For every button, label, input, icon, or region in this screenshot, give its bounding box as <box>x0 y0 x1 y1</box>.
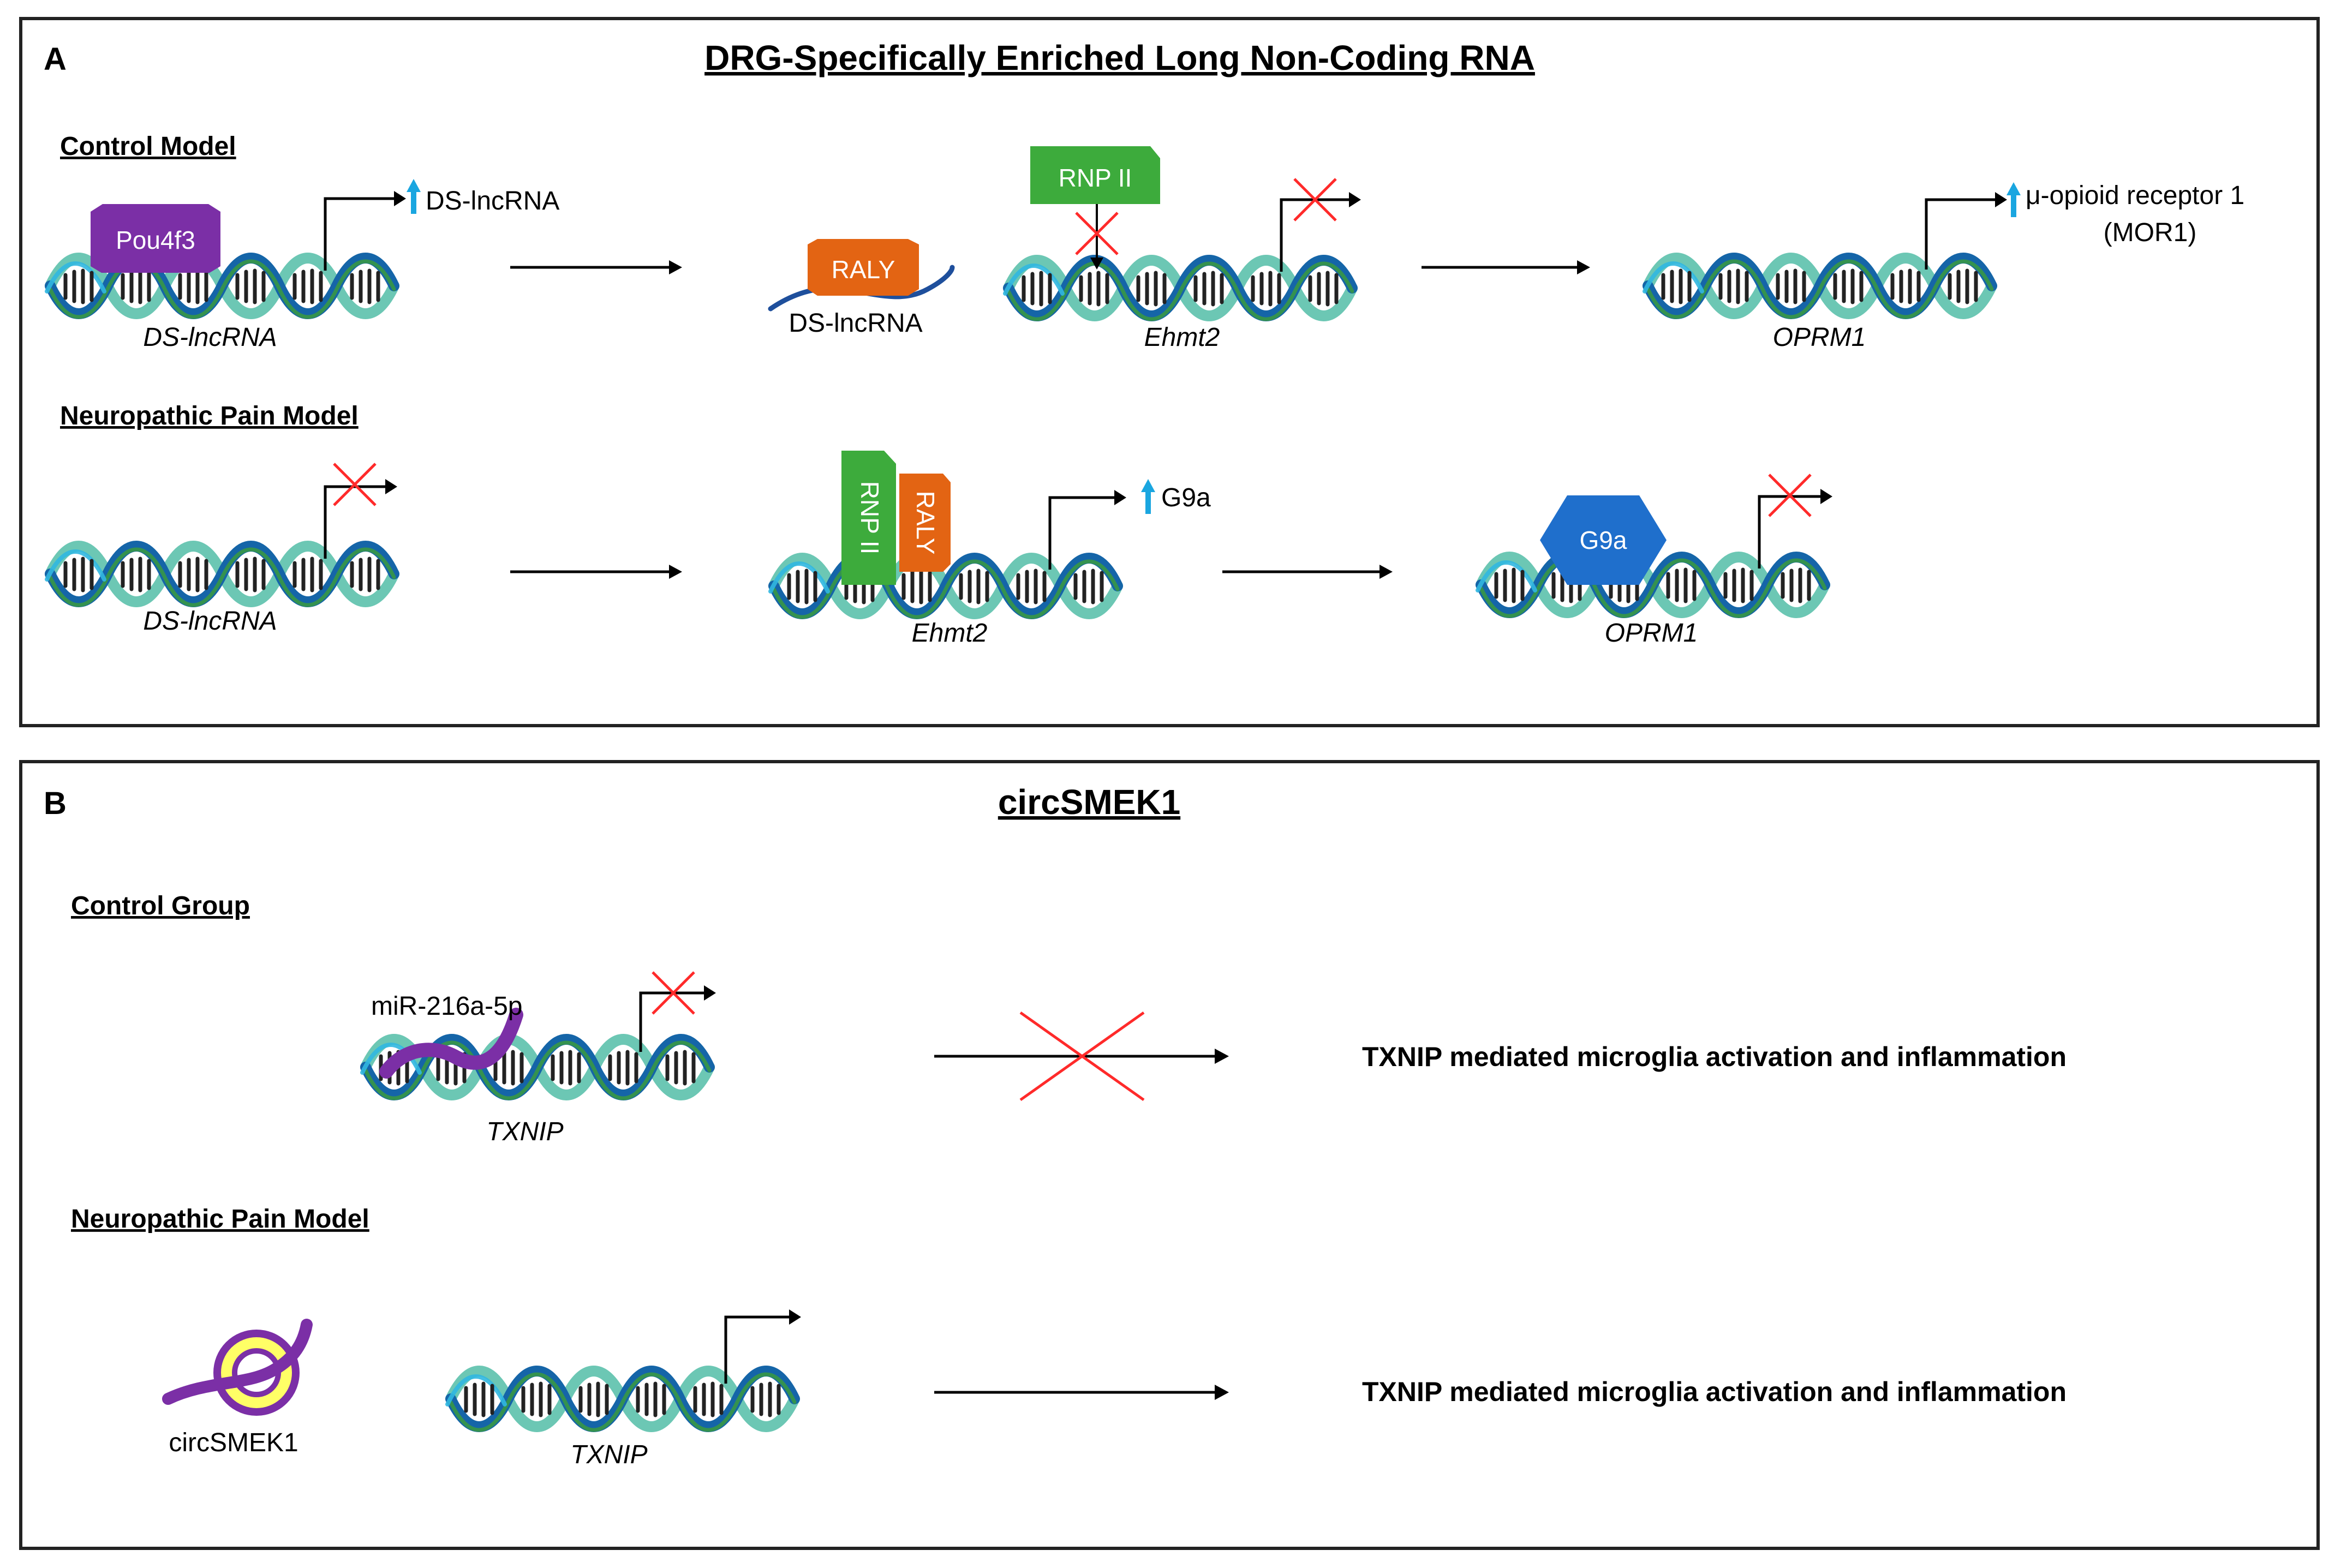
txnip-gene-label: TXNIP <box>486 1117 563 1146</box>
tss-arrowhead <box>789 1309 801 1325</box>
flow-arrowhead <box>1215 1049 1229 1064</box>
tss-arrowhead <box>385 479 397 494</box>
panel-b-frame <box>19 760 2320 1550</box>
panel-a-title: DRG-Specifically Enriched Long Non-Codin… <box>704 38 1535 77</box>
txnip-gene-label: TXNIP <box>570 1440 647 1469</box>
rnp-label: RNP II <box>856 481 884 555</box>
a-control-raly-group: RALY DS-lncRNA <box>768 239 955 338</box>
tss-arrow <box>639 991 704 1052</box>
tss-arrow <box>1758 495 1820 568</box>
panel-a-control-title: Control Model <box>60 132 236 161</box>
raly-label: RALY <box>832 255 895 284</box>
a-pain-dslnc-group: DS-lncRNA <box>47 464 397 636</box>
dslnc-gene-label: DS-lncRNA <box>143 323 277 352</box>
a-control-oprm1-group: μ-opioid receptor 1 (MOR1) OPRM1 <box>1645 181 2244 352</box>
raly-label: RALY <box>911 491 940 555</box>
mor1-label-line2: (MOR1) <box>2104 218 2197 247</box>
b-control-txnip-group: miR-216a-5p TXNIP <box>362 972 716 1146</box>
ehmt2-gene-label: Ehmt2 <box>1144 323 1220 352</box>
mor1-label-line1: μ-opioid receptor 1 <box>2026 181 2244 210</box>
tss-arrow <box>1280 198 1349 272</box>
raly-box <box>899 474 951 572</box>
a-pain-oprm1-group: G9a OPRM1 <box>1478 475 1832 648</box>
a-control-ehmt2-group: RNP II Ehmt2 <box>1005 146 1361 352</box>
tss-arrow <box>1048 496 1114 570</box>
tss-arrowhead <box>394 191 406 206</box>
flow-arrowhead <box>669 260 682 274</box>
tss-arrowhead <box>704 985 716 1001</box>
panel-a-pain-title: Neuropathic Pain Model <box>60 402 359 430</box>
dslnc-product-label: DS-lncRNA <box>426 187 559 216</box>
mirna-label: miR-216a-5p <box>371 992 522 1021</box>
a-control-dslnc-group: Pou4f3 DS-lncRNA DS-lncRNA <box>47 179 559 352</box>
b-pain-circsmek1-group: circSMEK1 <box>162 1319 313 1457</box>
oprm1-gene-label: OPRM1 <box>1773 323 1866 352</box>
flow-arrowhead <box>1577 260 1590 274</box>
a-pain-ehmt2-group: RNP II RALY G9a Ehmt2 <box>771 451 1211 648</box>
mirna-strand <box>162 1319 313 1405</box>
rnp-box <box>1030 146 1160 204</box>
pou4f3-box <box>91 204 220 273</box>
panel-b-pain-title: Neuropathic Pain Model <box>71 1205 369 1234</box>
g9a-product-label: G9a <box>1161 483 1211 512</box>
panel-a-frame <box>19 17 2320 727</box>
rnp-label: RNP II <box>1059 164 1132 192</box>
panel-b-control-title: Control Group <box>71 891 250 920</box>
panel-b-title: circSMEK1 <box>998 782 1180 822</box>
b-pain-txnip-group: TXNIP <box>447 1309 801 1469</box>
control-outcome: TXNIP mediated microglia activation and … <box>1362 1042 2067 1072</box>
flow-arrowhead <box>1379 565 1393 579</box>
tss-arrowhead <box>1995 192 2007 207</box>
tss-arrow <box>724 1315 789 1384</box>
pain-outcome: TXNIP mediated microglia activation and … <box>1362 1377 2067 1407</box>
tss-arrowhead <box>1349 192 1361 207</box>
dslnc-strand-label: DS-lncRNA <box>789 309 922 338</box>
pou4f3-label: Pou4f3 <box>116 226 195 254</box>
g9a-box <box>1540 495 1667 585</box>
tss-arrowhead <box>1114 490 1126 505</box>
g9a-label: G9a <box>1580 526 1627 554</box>
panel-b-letter: B <box>44 786 67 821</box>
ehmt2-gene-label: Ehmt2 <box>912 619 988 648</box>
flow-arrowhead <box>669 565 682 579</box>
rnp-arrowhead <box>1090 258 1103 270</box>
circsmek1-label: circSMEK1 <box>169 1428 298 1457</box>
raly-box <box>808 239 919 296</box>
flow-arrowhead <box>1215 1385 1229 1400</box>
oprm1-gene-label: OPRM1 <box>1605 619 1698 648</box>
rnp-box <box>841 451 896 585</box>
dslnc-gene-label: DS-lncRNA <box>143 607 277 636</box>
tss-arrow <box>1925 198 1995 270</box>
tss-arrowhead <box>1820 489 1832 504</box>
panel-a-letter: A <box>44 41 67 77</box>
block-x-icon <box>1019 1011 1145 1102</box>
mirna-strand <box>379 1008 523 1079</box>
tss-arrow <box>324 485 385 559</box>
tss-arrow <box>324 197 394 271</box>
